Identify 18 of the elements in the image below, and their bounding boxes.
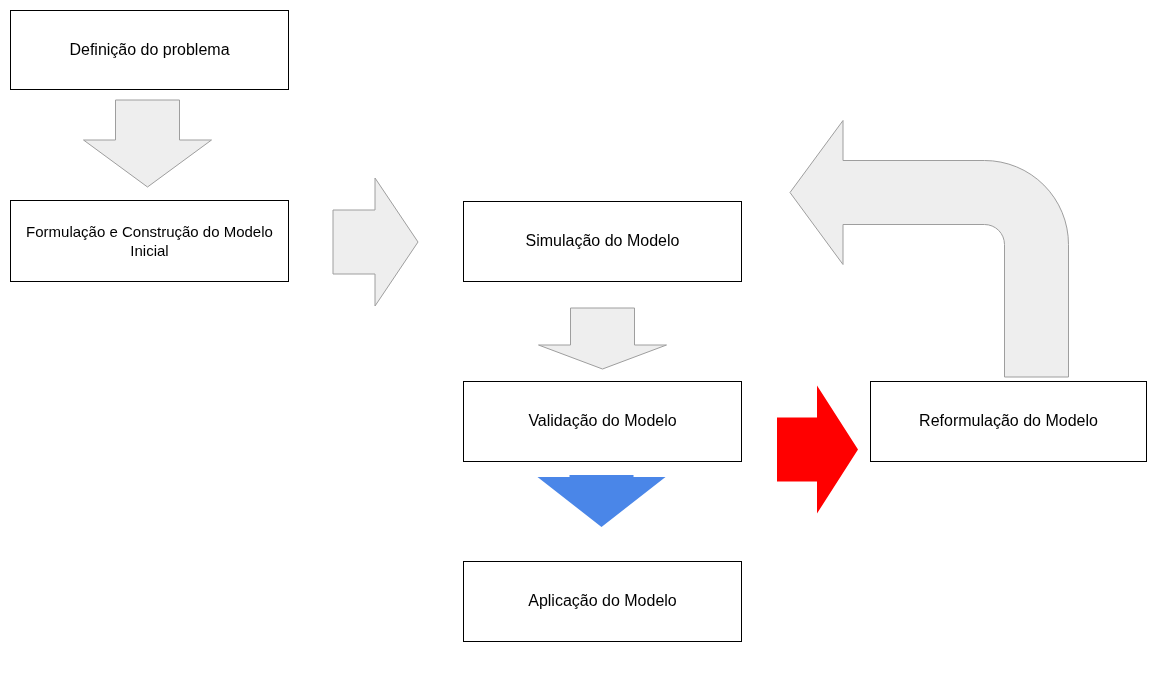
block-arrow xyxy=(538,307,667,370)
block-arrow xyxy=(537,475,666,527)
process-box xyxy=(463,201,742,282)
block-arrow xyxy=(789,120,1069,378)
process-box xyxy=(10,200,289,282)
box-label: Reformulação do Modelo xyxy=(919,411,1098,432)
block-arrow xyxy=(83,99,212,188)
box-label: Simulação do Modelo xyxy=(525,231,680,252)
block-arrow xyxy=(332,177,419,307)
process-box xyxy=(870,381,1147,462)
process-box xyxy=(463,561,742,642)
box-label: Aplicação do Modelo xyxy=(528,591,677,612)
process-box xyxy=(463,381,742,462)
box-label: Formulação e Construção do Modelo Inicial xyxy=(25,221,274,261)
box-label: Validação do Modelo xyxy=(528,411,677,432)
process-box xyxy=(10,10,289,90)
block-arrow xyxy=(777,385,858,514)
box-label: Definição do problema xyxy=(69,39,230,60)
